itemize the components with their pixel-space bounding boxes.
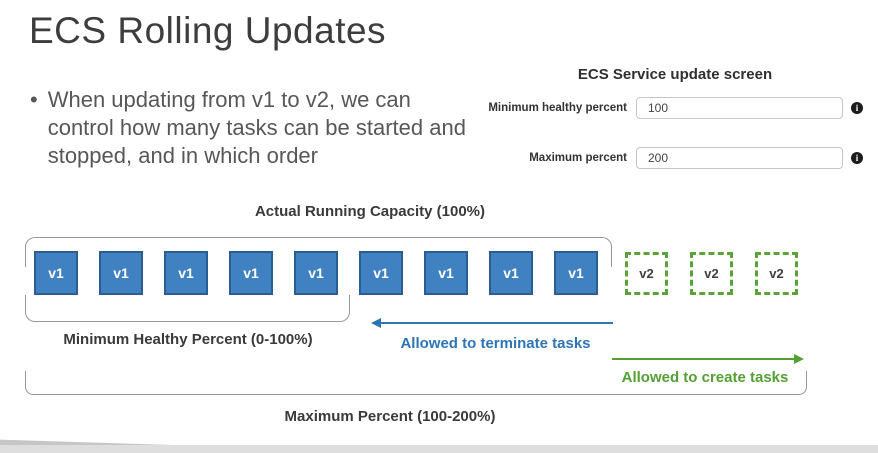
min-healthy-percent-label: Minimum healthy percent — [488, 102, 627, 114]
bullet-item: • When updating from v1 to v2, we can co… — [30, 86, 482, 170]
max-percent-label: Maximum percent — [529, 152, 627, 164]
v1-task-box: v1 — [359, 251, 403, 295]
v1-task-box: v1 — [489, 251, 533, 295]
v2-task-box: v2 — [755, 252, 798, 295]
max-percent-diagram-label: Maximum Percent (100-200%) — [284, 408, 496, 425]
terminate-arrow-line — [380, 322, 613, 324]
terminate-arrow-icon — [371, 318, 381, 328]
actual-capacity-label: Actual Running Capacity (100%) — [254, 203, 486, 220]
info-icon[interactable]: i — [851, 102, 863, 114]
v1-task-box: v1 — [424, 251, 468, 295]
terminate-tasks-label: Allowed to terminate tasks — [400, 335, 591, 352]
v1-task-box: v1 — [164, 251, 208, 295]
v2-task-box: v2 — [625, 252, 668, 295]
v1-task-row: v1 v1 v1 v1 v1 v1 v1 v1 v1 — [34, 251, 598, 295]
v1-task-box: v1 — [294, 251, 338, 295]
min-healthy-label: Minimum Healthy Percent (0-100%) — [63, 331, 313, 348]
v1-task-box: v1 — [34, 251, 78, 295]
v1-task-box: v1 — [554, 251, 598, 295]
page-title: ECS Rolling Updates — [29, 10, 387, 51]
form-title: ECS Service update screen — [577, 66, 773, 83]
v1-task-box: v1 — [229, 251, 273, 295]
slide-bottom-band — [0, 445, 878, 453]
max-percent-bracket — [25, 371, 807, 395]
max-percent-input[interactable] — [636, 147, 843, 169]
bullet-icon: • — [30, 87, 38, 112]
v2-task-box: v2 — [690, 252, 733, 295]
bullet-text: When updating from v1 to v2, we can cont… — [47, 87, 466, 168]
form-row-max-percent: Maximum percent i — [470, 146, 863, 170]
v2-task-row: v2 v2 v2 — [625, 252, 798, 295]
create-tasks-label: Allowed to create tasks — [621, 369, 789, 386]
v1-task-box: v1 — [99, 251, 143, 295]
info-icon[interactable]: i — [851, 152, 863, 164]
min-healthy-bracket — [25, 295, 350, 322]
create-arrow-icon — [794, 354, 804, 364]
min-healthy-percent-input[interactable] — [636, 97, 843, 119]
actual-capacity-bracket — [25, 237, 612, 267]
form-row-min-healthy: Minimum healthy percent i — [470, 96, 863, 120]
create-arrow-line — [612, 358, 796, 360]
